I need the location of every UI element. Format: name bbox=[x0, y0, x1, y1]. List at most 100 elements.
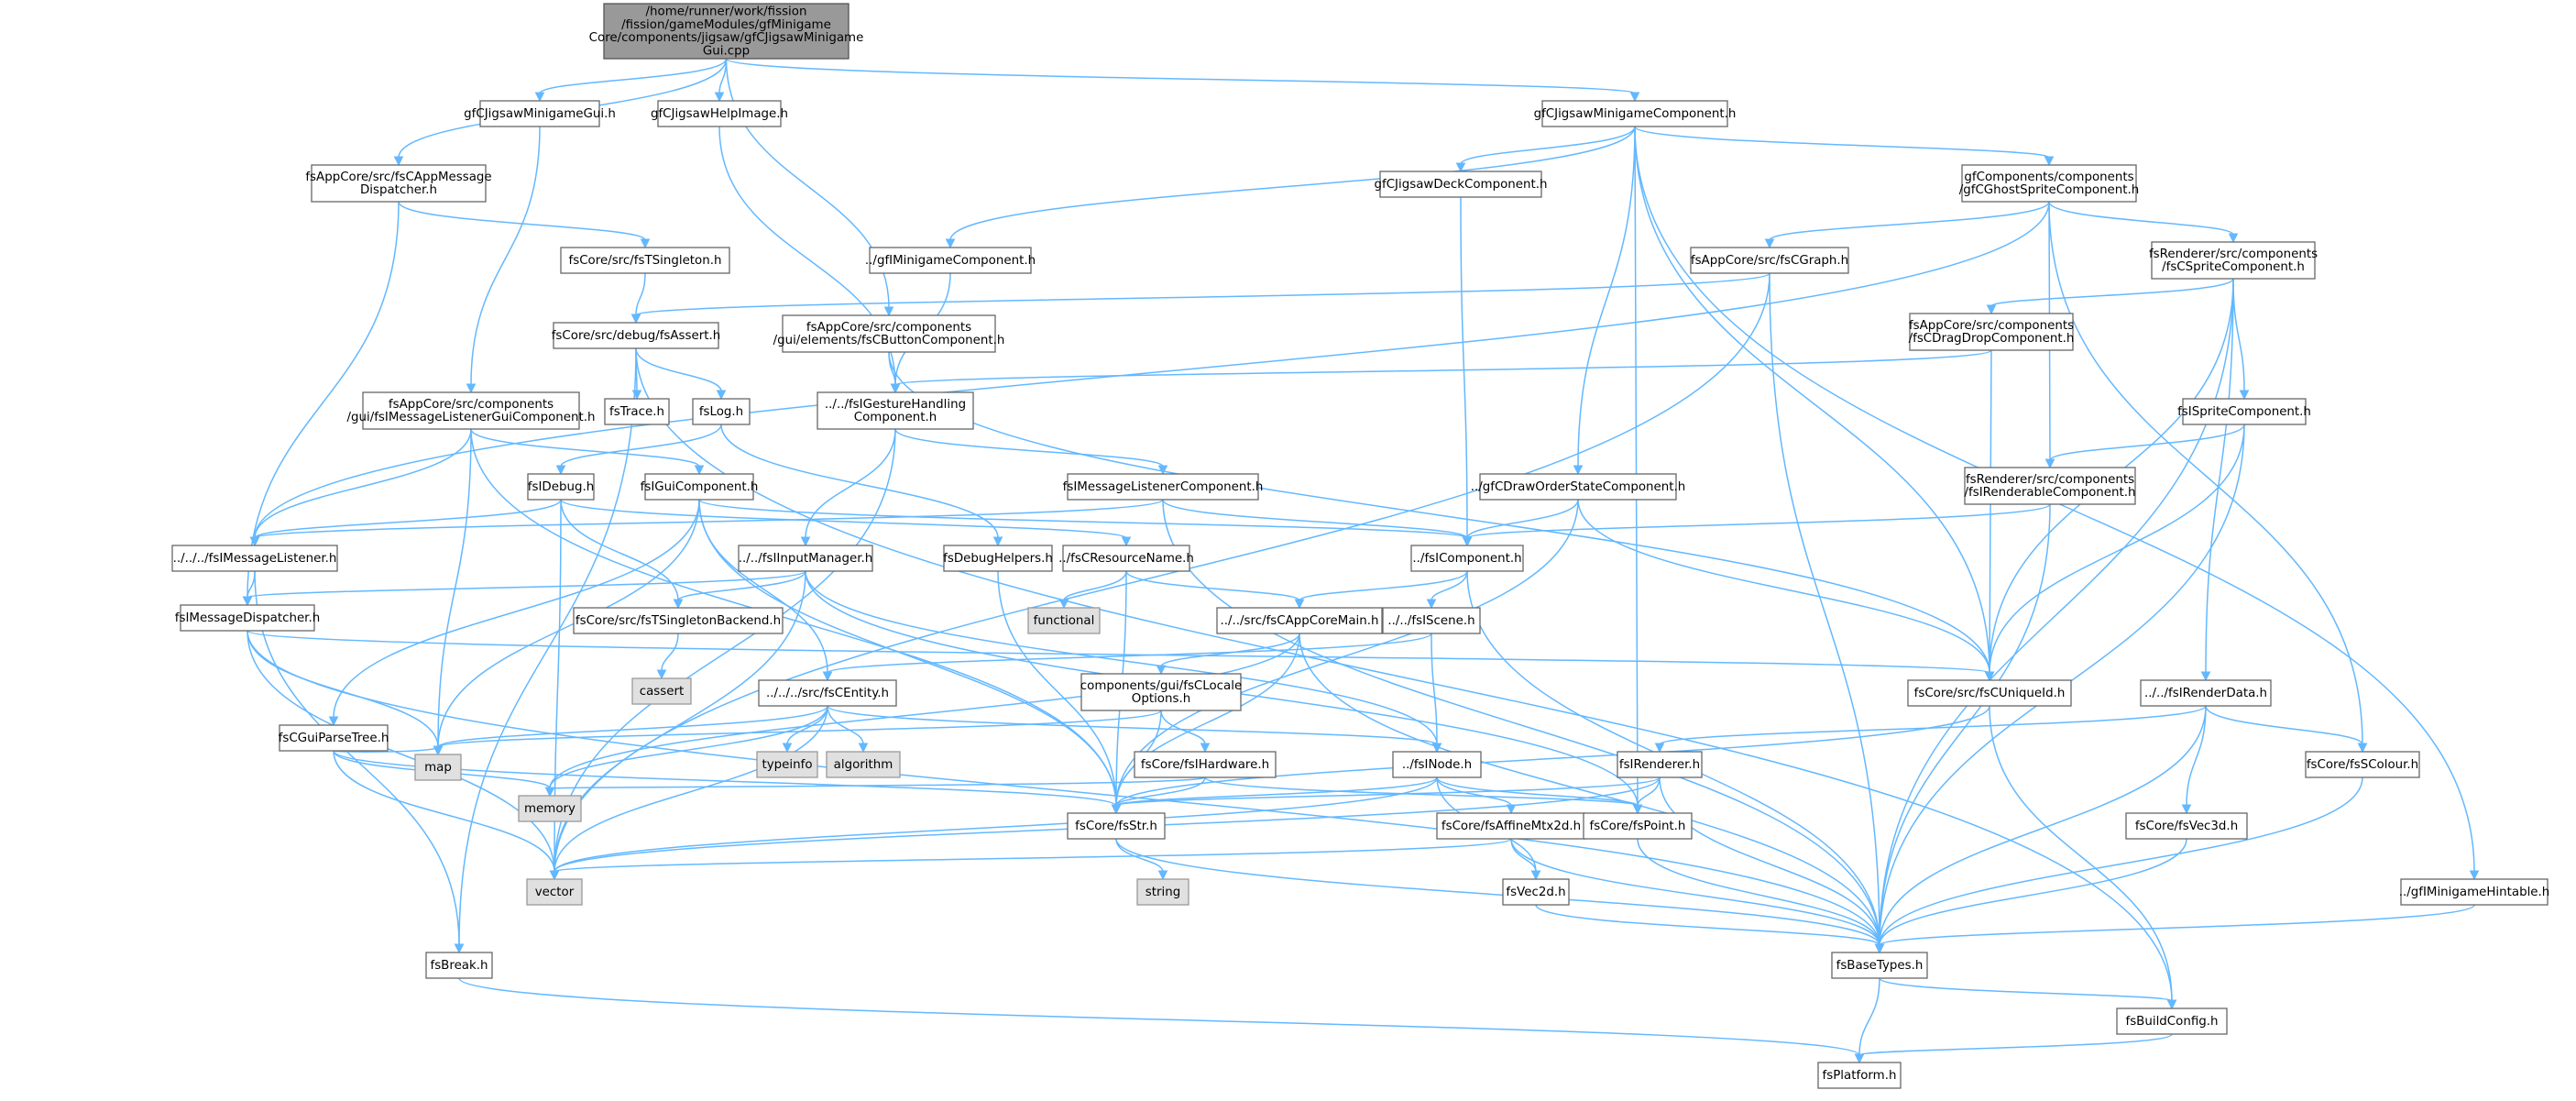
node-fsIHardware[interactable]: fsCore/fsIHardware.h bbox=[1134, 751, 1277, 778]
dependency-edge bbox=[635, 347, 2173, 1002]
node-gfCDrawOrderStateComponent[interactable]: ../gfCDrawOrderStateComponent.h bbox=[1471, 473, 1686, 501]
node-gfCGhostSpriteComponent[interactable]: gfComponents/components/gfCGhostSpriteCo… bbox=[1959, 164, 2140, 203]
node-fsDebugHelpers[interactable]: fsDebugHelpers.h bbox=[943, 545, 1053, 572]
dependency-edge bbox=[1879, 977, 2173, 1002]
dependency-edge bbox=[458, 347, 637, 946]
edge-arrowhead bbox=[858, 743, 869, 754]
node-label: fsRenderer/src/components bbox=[2149, 248, 2318, 261]
node-label: fsCore/src/debug/fsAssert.h bbox=[552, 329, 721, 343]
node-gfCJigsawHelpImage[interactable]: gfCJigsawHelpImage.h bbox=[651, 100, 788, 127]
node-gfCJigsawMinigameComponent[interactable]: gfCJigsawMinigameComponent.h bbox=[1534, 100, 1737, 127]
node-fsTSingleton[interactable]: fsCore/src/fsTSingleton.h bbox=[560, 247, 730, 274]
node-label: fsDebugHelpers.h bbox=[943, 552, 1053, 566]
node-box bbox=[1379, 171, 1542, 198]
node-fsSColour[interactable]: fsCore/fsSColour.h bbox=[2305, 751, 2420, 778]
dependency-edge bbox=[1162, 499, 1880, 946]
node-gfIMinigameComponent[interactable]: ../gfIMinigameComponent.h bbox=[865, 247, 1036, 274]
node-label: fsCore/fsIHardware.h bbox=[1141, 758, 1269, 772]
node-fsIMessageListener[interactable]: ../../../fsIMessageListener.h bbox=[171, 545, 338, 572]
node-typeinfo: typeinfo bbox=[756, 751, 818, 778]
node-fsCUniqueId[interactable]: fsCore/src/fsCUniqueId.h bbox=[1907, 679, 2072, 707]
dependency-edge bbox=[635, 272, 1770, 316]
node-label: /fsCSpriteComponent.h bbox=[2162, 260, 2305, 274]
node-fsIComponent[interactable]: ../fsIComponent.h bbox=[1410, 545, 1524, 572]
node-fsLog[interactable]: fsLog.h bbox=[692, 398, 751, 425]
node-fsCAppCoreMain[interactable]: ../../src/fsCAppCoreMain.h bbox=[1216, 607, 1383, 634]
node-gfCJigsawMinigameGui[interactable]: gfCJigsawMinigameGui.h bbox=[464, 100, 616, 127]
node-fsCButtonComponent[interactable]: fsAppCore/src/components/gui/elements/fs… bbox=[773, 314, 1005, 353]
node-fsCSpriteComponent[interactable]: fsRenderer/src/components/fsCSpriteCompo… bbox=[2149, 241, 2318, 280]
node-fsBaseTypes[interactable]: fsBaseTypes.h bbox=[1831, 952, 1928, 979]
node-fsVec2d[interactable]: fsVec2d.h bbox=[1502, 878, 1570, 906]
node-fsBuildConfig[interactable]: fsBuildConfig.h bbox=[2116, 1007, 2228, 1035]
dependency-edge bbox=[1769, 201, 2050, 241]
node-fsCEntity[interactable]: ../../../src/fsCEntity.h bbox=[758, 679, 897, 707]
node-box bbox=[1080, 673, 1242, 711]
edge-arrowhead bbox=[1530, 870, 1541, 881]
node-gfIMinigameHintable[interactable]: ../gfIMinigameHintable.h bbox=[2399, 878, 2550, 906]
node-fsCDragDropComponent[interactable]: fsAppCore/src/components/fsCDragDropComp… bbox=[1909, 313, 2075, 351]
dependency-edge bbox=[827, 633, 1432, 674]
node-label: fsAppCore/src/fsCGraph.h bbox=[1691, 254, 1848, 268]
node-fsAffineMtx2d[interactable]: fsCore/fsAffineMtx2d.h bbox=[1436, 812, 1586, 840]
dependency-edge bbox=[1160, 710, 1206, 745]
node-label: fsVec2d.h bbox=[1506, 886, 1565, 899]
node-gfCJigsawDeckComponent[interactable]: gfCJigsawDeckComponent.h bbox=[1374, 171, 1548, 198]
node-cassert: cassert bbox=[631, 677, 692, 705]
dependency-edge bbox=[1659, 705, 2207, 745]
node-fsPoint[interactable]: fsCore/fsPoint.h bbox=[1583, 812, 1693, 840]
node-fsTSingletonBackend[interactable]: fsCore/src/fsTSingletonBackend.h bbox=[573, 607, 784, 634]
node-fsIScene[interactable]: ../../fsIScene.h bbox=[1382, 607, 1481, 634]
node-root[interactable]: /home/runner/work/fission/fission/gameMo… bbox=[589, 3, 864, 60]
node-fsCResourceName[interactable]: ../fsCResourceName.h bbox=[1058, 545, 1194, 572]
node-box bbox=[425, 952, 493, 979]
dependency-edge bbox=[1466, 503, 2051, 539]
node-label: fsTrace.h bbox=[609, 405, 664, 419]
node-fsIGuiComponent[interactable]: fsIGuiComponent.h bbox=[641, 473, 759, 501]
node-fsCGraph[interactable]: fsAppCore/src/fsCGraph.h bbox=[1690, 247, 1849, 274]
node-fsIRenderData[interactable]: ../../fsIRenderData.h bbox=[2140, 679, 2272, 707]
edge-arrowhead bbox=[883, 306, 894, 317]
node-fsCGuiParseTree[interactable]: fsCGuiParseTree.h bbox=[279, 724, 389, 752]
edge-arrowhead bbox=[1632, 804, 1643, 815]
edge-arrowhead bbox=[656, 669, 667, 680]
node-box bbox=[180, 604, 315, 632]
node-fsIDebug[interactable]: fsIDebug.h bbox=[527, 473, 595, 501]
node-fsBreak[interactable]: fsBreak.h bbox=[425, 952, 493, 979]
node-label: /home/runner/work/fission bbox=[646, 6, 807, 19]
dependency-edge bbox=[1115, 776, 1661, 807]
node-label: string bbox=[1145, 886, 1180, 899]
node-fsISpriteComponent[interactable]: fsISpriteComponent.h bbox=[2177, 398, 2311, 425]
edge-arrowhead bbox=[1654, 743, 1665, 754]
edge-arrowhead bbox=[249, 536, 260, 547]
edge-arrowhead bbox=[555, 465, 566, 476]
node-fsTrace[interactable]: fsTrace.h bbox=[604, 398, 670, 425]
node-fsINode[interactable]: ../fsINode.h bbox=[1392, 751, 1482, 778]
node-box bbox=[2125, 812, 2248, 840]
node-fsPlatform[interactable]: fsPlatform.h bbox=[1817, 1062, 1902, 1089]
node-label: ../gfIMinigameComponent.h bbox=[865, 254, 1036, 268]
node-box bbox=[1583, 812, 1693, 840]
node-fsAssert[interactable]: fsCore/src/debug/fsAssert.h bbox=[552, 322, 721, 349]
edge-arrowhead bbox=[242, 596, 253, 607]
dependency-edge bbox=[1431, 570, 1468, 601]
edge-arrowhead bbox=[822, 671, 833, 682]
node-fsIMessageListenerComponent[interactable]: fsIMessageListenerComponent.h bbox=[1063, 473, 1264, 501]
node-fsStr[interactable]: fsCore/fsStr.h bbox=[1067, 812, 1166, 840]
node-fsIInputManager[interactable]: ../../fsIInputManager.h bbox=[738, 545, 873, 572]
edge-arrowhead bbox=[433, 745, 444, 756]
node-fsIMessageListenerGuiComponent[interactable]: fsAppCore/src/components/gui/fsIMessageL… bbox=[346, 391, 596, 430]
node-fsIMessageDispatcher[interactable]: fsIMessageDispatcher.h bbox=[175, 604, 320, 632]
node-fsVec3d[interactable]: fsCore/fsVec3d.h bbox=[2125, 812, 2248, 840]
node-box bbox=[560, 247, 730, 274]
edge-arrowhead bbox=[800, 536, 811, 547]
dependency-edge bbox=[254, 499, 1164, 539]
node-fsIRenderableComponent[interactable]: fsRenderer/src/components/fsIRenderableC… bbox=[1964, 467, 2136, 505]
dependency-edge bbox=[1989, 705, 2173, 1002]
node-fsIRenderer[interactable]: fsIRenderer.h bbox=[1617, 751, 1703, 778]
dependency-edge bbox=[2205, 705, 2363, 745]
node-box bbox=[869, 247, 1032, 274]
